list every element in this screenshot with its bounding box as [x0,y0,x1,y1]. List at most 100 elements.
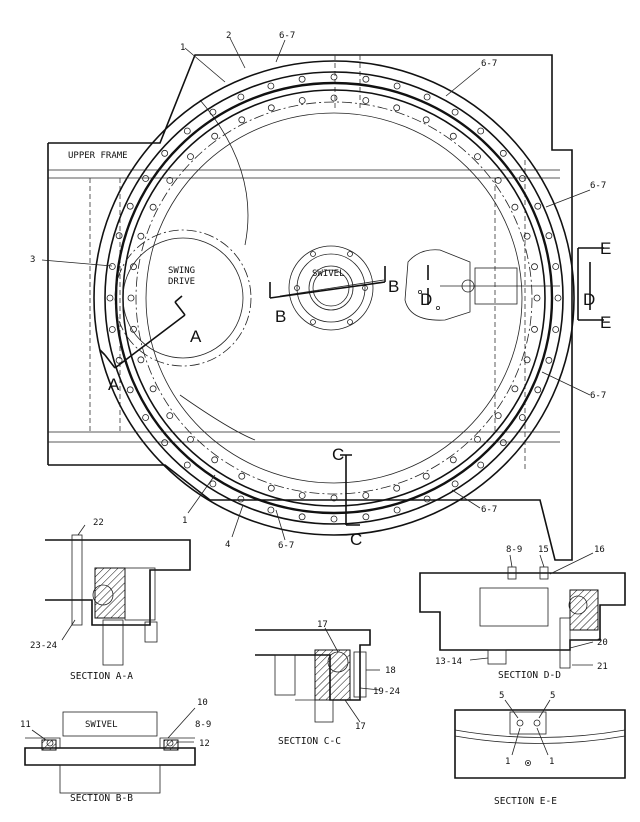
bolt-hole [474,435,481,443]
bolt-hole [127,294,135,302]
bolt-hole [137,232,145,240]
callout-22: 22 [93,518,104,528]
callout-5-left: 5 [499,691,504,701]
section-letter-e-top: E [600,239,611,258]
bolt-hole [142,414,150,421]
section-letter-d-right: D [583,290,595,309]
bolt-hole [137,356,145,364]
section-letter-e-bottom: E [600,313,611,332]
bolt-hole [108,326,116,333]
callout-3: 3 [30,255,35,265]
callout-1-ee-right: 1 [549,757,554,767]
bolt-hole [298,97,306,104]
bolt-hole [554,294,562,302]
bolt-hole [499,439,507,447]
section-letter-a-right: A [190,327,202,346]
bolt-hole [545,232,553,240]
bolt-hole [519,414,526,421]
callout-18: 18 [385,666,396,676]
callout-11: 11 [20,720,31,730]
bolt-hole [298,492,306,499]
bolt-hole [511,385,519,393]
section-a-a-caption: SECTION A-A [70,671,133,682]
callout-6-7-bottom-right: 6-7 [481,505,497,515]
bolt-hole [423,93,431,101]
bolt-hole [330,73,338,81]
swivel-label: SWIVEL [312,269,345,279]
bolt-hole [267,82,275,90]
section-letter-d-left: D [420,290,432,309]
swing-drive: SWING DRIVE [114,229,252,367]
section-letter-c-bottom: C [350,530,362,549]
section-letter-a-left: A [108,375,120,394]
bolt-hole [142,175,150,182]
swivel: SWIVEL [279,245,385,331]
callout-17-top: 17 [317,620,328,630]
bolt-hole [523,356,531,364]
bolt-hole [449,456,457,464]
bolt-hole [330,94,338,102]
callout-4: 4 [225,540,230,550]
callout-17-bottom: 17 [355,722,366,732]
section-e-e-caption: SECTION E-E [494,796,557,807]
callout-2-top: 2 [226,31,231,41]
bolt-hole [161,439,169,447]
bolt-hole [451,108,459,116]
swing-drive-label-line1: SWING [168,266,195,276]
bolt-hole [267,104,275,112]
bolt-hole [149,385,157,393]
bolt-hole [552,263,560,270]
bolt-hole [523,232,531,240]
callout-1-ee-left: 1 [505,757,510,767]
bolt-hole [209,480,217,488]
section-cut-lines: A A B B C C D D E E [99,239,611,549]
bracket-detail [404,249,560,321]
bolt-hole [393,82,401,90]
callout-13-14: 13-14 [435,657,462,667]
bolt-hole [494,412,502,420]
bolt-hole [552,326,560,333]
bolt-hole [161,149,169,157]
bearing-bolt-holes [106,73,562,523]
bolt-hole [330,494,338,502]
section-letter-b-right: B [388,277,399,296]
bolt-hole [474,153,481,161]
bolt-hole [237,93,245,101]
section-letter-c-top: C [332,445,344,464]
callout-20: 20 [597,638,608,648]
callout-1-bottom: 1 [182,516,187,526]
bolt-hole [126,386,134,394]
bolt-hole [166,412,174,420]
callout-10: 10 [197,698,208,708]
section-b-b-swivel-label: SWIVEL [85,720,118,730]
bolt-hole [511,203,519,211]
bolt-hole [494,176,502,184]
bolt-hole [393,104,401,112]
callout-8-9-dd: 8-9 [506,545,522,555]
bolt-hole [108,263,116,270]
callout-19-24: 19-24 [373,687,400,697]
bolt-hole [298,513,306,521]
bolt-hole [267,506,275,514]
bolt-hole [519,175,526,182]
callout-6-7-bottom: 6-7 [278,541,294,551]
bolt-hole [499,149,507,157]
callout-15: 15 [538,545,549,555]
bolt-hole [422,472,430,480]
bolt-hole [298,75,306,83]
bolt-hole [166,176,174,184]
bolt-hole [238,116,246,124]
section-c-c-caption: SECTION C-C [278,736,341,747]
upper-frame-label: UPPER FRAME [68,151,128,161]
section-c-c: 17 18 19-24 17 SECTION C-C [255,620,400,747]
callout-1-top: 1 [180,43,185,53]
bolt-hole [423,495,431,503]
bolt-hole [531,263,538,271]
bolt-hole [149,203,157,211]
callout-6-7-right-upper: 6-7 [590,181,606,191]
section-a-a: 22 23-24 SECTION A-A [30,518,191,682]
bolt-hole [237,495,245,503]
bolt-hole [126,202,134,210]
callout-6-7-right-lower: 6-7 [590,391,606,401]
bolt-hole [362,75,370,83]
